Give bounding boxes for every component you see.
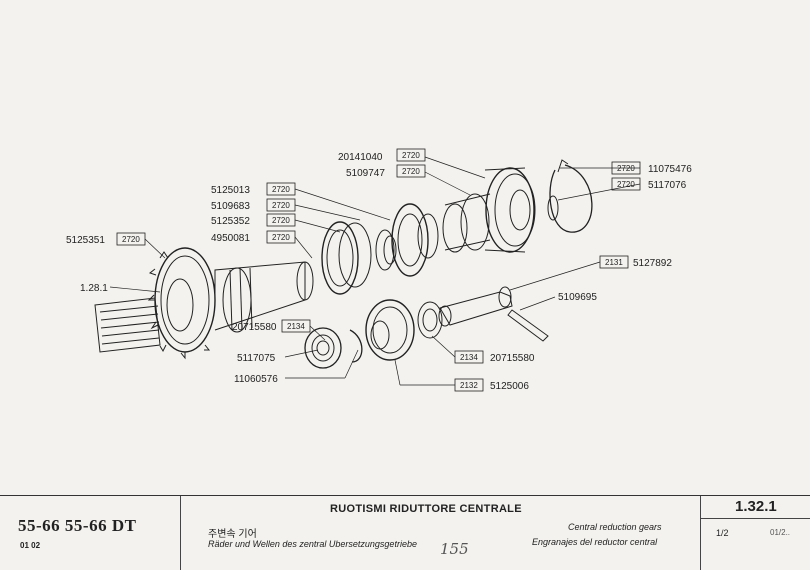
part-label-4950081: 4950081 — [211, 233, 250, 244]
title-spanish: Engranajes del reductor central — [532, 537, 658, 547]
ref-2720: 2720 — [402, 151, 420, 160]
ref-boxes — [116, 148, 641, 392]
part-label-11075476: 11075476 — [648, 164, 692, 175]
leader-lines — [109, 156, 641, 386]
exploded-parts-diagram: 20141040 5109747 11075476 5117076 512501… — [66, 148, 692, 392]
ref-2720: 2720 — [617, 180, 635, 189]
ref-2720: 2720 — [272, 201, 290, 210]
part-label-5109747: 5109747 — [346, 168, 385, 179]
part-label-20141040: 20141040 — [338, 152, 383, 163]
sheet-number: 1/2 — [716, 528, 729, 538]
middle-gears — [321, 193, 491, 295]
part-label-5125351: 5125351 — [66, 235, 105, 246]
part-label-5125006: 5125006 — [490, 381, 529, 392]
part-label-5125013: 5125013 — [211, 185, 250, 196]
title-korean: 주변속 기어 — [208, 529, 257, 540]
part-label-5127892: 5127892 — [633, 258, 672, 269]
bearing-bottom — [304, 327, 363, 369]
part-label-5125352: 5125352 — [211, 216, 250, 227]
output-shaft — [94, 297, 161, 353]
circlip-top — [547, 159, 593, 233]
ref-2720: 2720 — [402, 167, 420, 176]
bearing-top — [484, 167, 536, 253]
ref-2720: 2720 — [122, 235, 140, 244]
title-german: Räder und Wellen des zentral Ubersetzung… — [208, 539, 417, 549]
ref-2720: 2720 — [272, 233, 290, 242]
ref-2134: 2134 — [460, 353, 478, 362]
ref-2131: 2131 — [605, 258, 623, 267]
handwritten-note: 155 — [440, 540, 469, 558]
ref-2720: 2720 — [272, 185, 290, 194]
part-label-11060576: 11060576 — [234, 374, 278, 385]
main-gear-shaft — [147, 247, 314, 360]
title-block: 55-66 55-66 DT 01 02 RUOTISMI RIDUTTORE … — [0, 495, 810, 570]
ref-2134: 2134 — [287, 322, 305, 331]
part-label-5109695: 5109695 — [558, 292, 597, 303]
title-english: Central reduction gears — [568, 522, 662, 532]
title-italian: RUOTISMI RIDUTTORE CENTRALE — [330, 503, 522, 515]
part-label-5117076: 5117076 — [648, 180, 687, 191]
model-name: 55-66 55-66 DT — [18, 516, 137, 535]
part-label-1-28-1: 1.28.1 — [80, 283, 108, 294]
model-code: 01 02 — [20, 541, 41, 550]
sheet-code: 01/2.. — [770, 528, 791, 537]
part-label-20715580-right: 20715580 — [490, 353, 535, 364]
page-number: 1.32.1 — [735, 498, 777, 515]
part-label-5117075: 5117075 — [237, 353, 276, 364]
part-label-20715580-left: 20715580 — [232, 322, 277, 333]
lower-gear — [365, 299, 443, 361]
ref-2720: 2720 — [617, 164, 635, 173]
ref-2132: 2132 — [460, 381, 478, 390]
ref-2720: 2720 — [272, 216, 290, 225]
part-label-5109683: 5109683 — [211, 201, 250, 212]
countershaft — [438, 286, 549, 342]
